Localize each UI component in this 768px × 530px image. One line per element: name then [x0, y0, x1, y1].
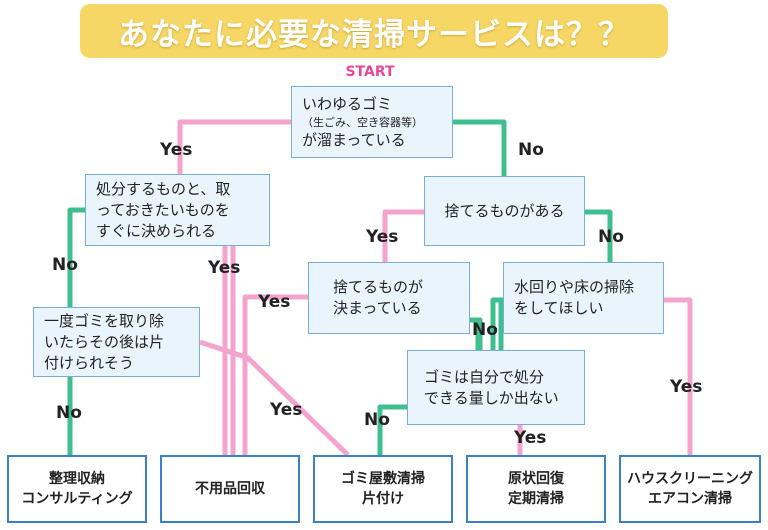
label-q4-no: No [56, 403, 82, 423]
edge-q5-yes [242, 294, 308, 455]
question-has-things-to-discard: 捨てるものがある [424, 176, 585, 246]
question-can-tidy-after: 一度ゴミを取り除 いたらその後は片 付けられそう [33, 307, 200, 377]
label-q2-no: No [52, 255, 78, 275]
result-house-cleaning: ハウスクリーニングエアコン清掃 [619, 455, 761, 523]
label-q6-yes: Yes [670, 377, 703, 397]
label-q1-no: No [518, 140, 544, 160]
question-can-decide: 処分するものと、取 っておきたいものを すぐに決められる [85, 174, 270, 246]
edge-q1-no [453, 119, 507, 176]
label-q2-yes: Yes [208, 258, 241, 278]
result-hoarder-cleanup: ゴミ屋敷清掃片付け [313, 455, 453, 523]
edge-q1-yes [177, 119, 291, 174]
question-garbage-accumulated: いわゆるゴミ （生ごみ、空き容器等） が溜まっている [291, 86, 453, 158]
question-discard-decided: 捨てるものが 決まっている [308, 262, 470, 334]
edge-q4-yes [199, 339, 350, 457]
edge-q2-no [67, 207, 85, 307]
label-q5-yes: Yes [258, 292, 291, 312]
page-title: あなたに必要な清掃サービスは？？ [118, 16, 630, 53]
label-q3-yes: Yes [366, 227, 399, 247]
label-q4-yes: Yes [270, 400, 303, 420]
edge-q6-yes [664, 297, 693, 455]
label-q7-yes: Yes [514, 428, 547, 448]
label-q5-q6-no: No [472, 320, 498, 340]
label-q3-no: No [598, 227, 624, 247]
edge-q3-yes [382, 209, 424, 262]
question-disposable-amount: ゴミは自分で処分 できる量しか出ない [407, 350, 585, 425]
result-junk-removal: 不用品回収 [160, 455, 300, 523]
start-label: START [345, 64, 395, 80]
edge-q7-no [377, 404, 407, 455]
result-restoration-cleaning: 原状回復定期清掃 [466, 455, 606, 523]
title-banner: あなたに必要な清掃サービスは？？ [80, 4, 668, 58]
label-q7-no: No [364, 410, 390, 430]
edge-q3-no [585, 209, 613, 262]
label-q1-yes: Yes [160, 140, 193, 160]
result-organizing-consulting: 整理収納コンサルティング [7, 455, 147, 523]
question-want-cleaning: 水回りや床の掃除 をしてほしい [503, 262, 664, 334]
